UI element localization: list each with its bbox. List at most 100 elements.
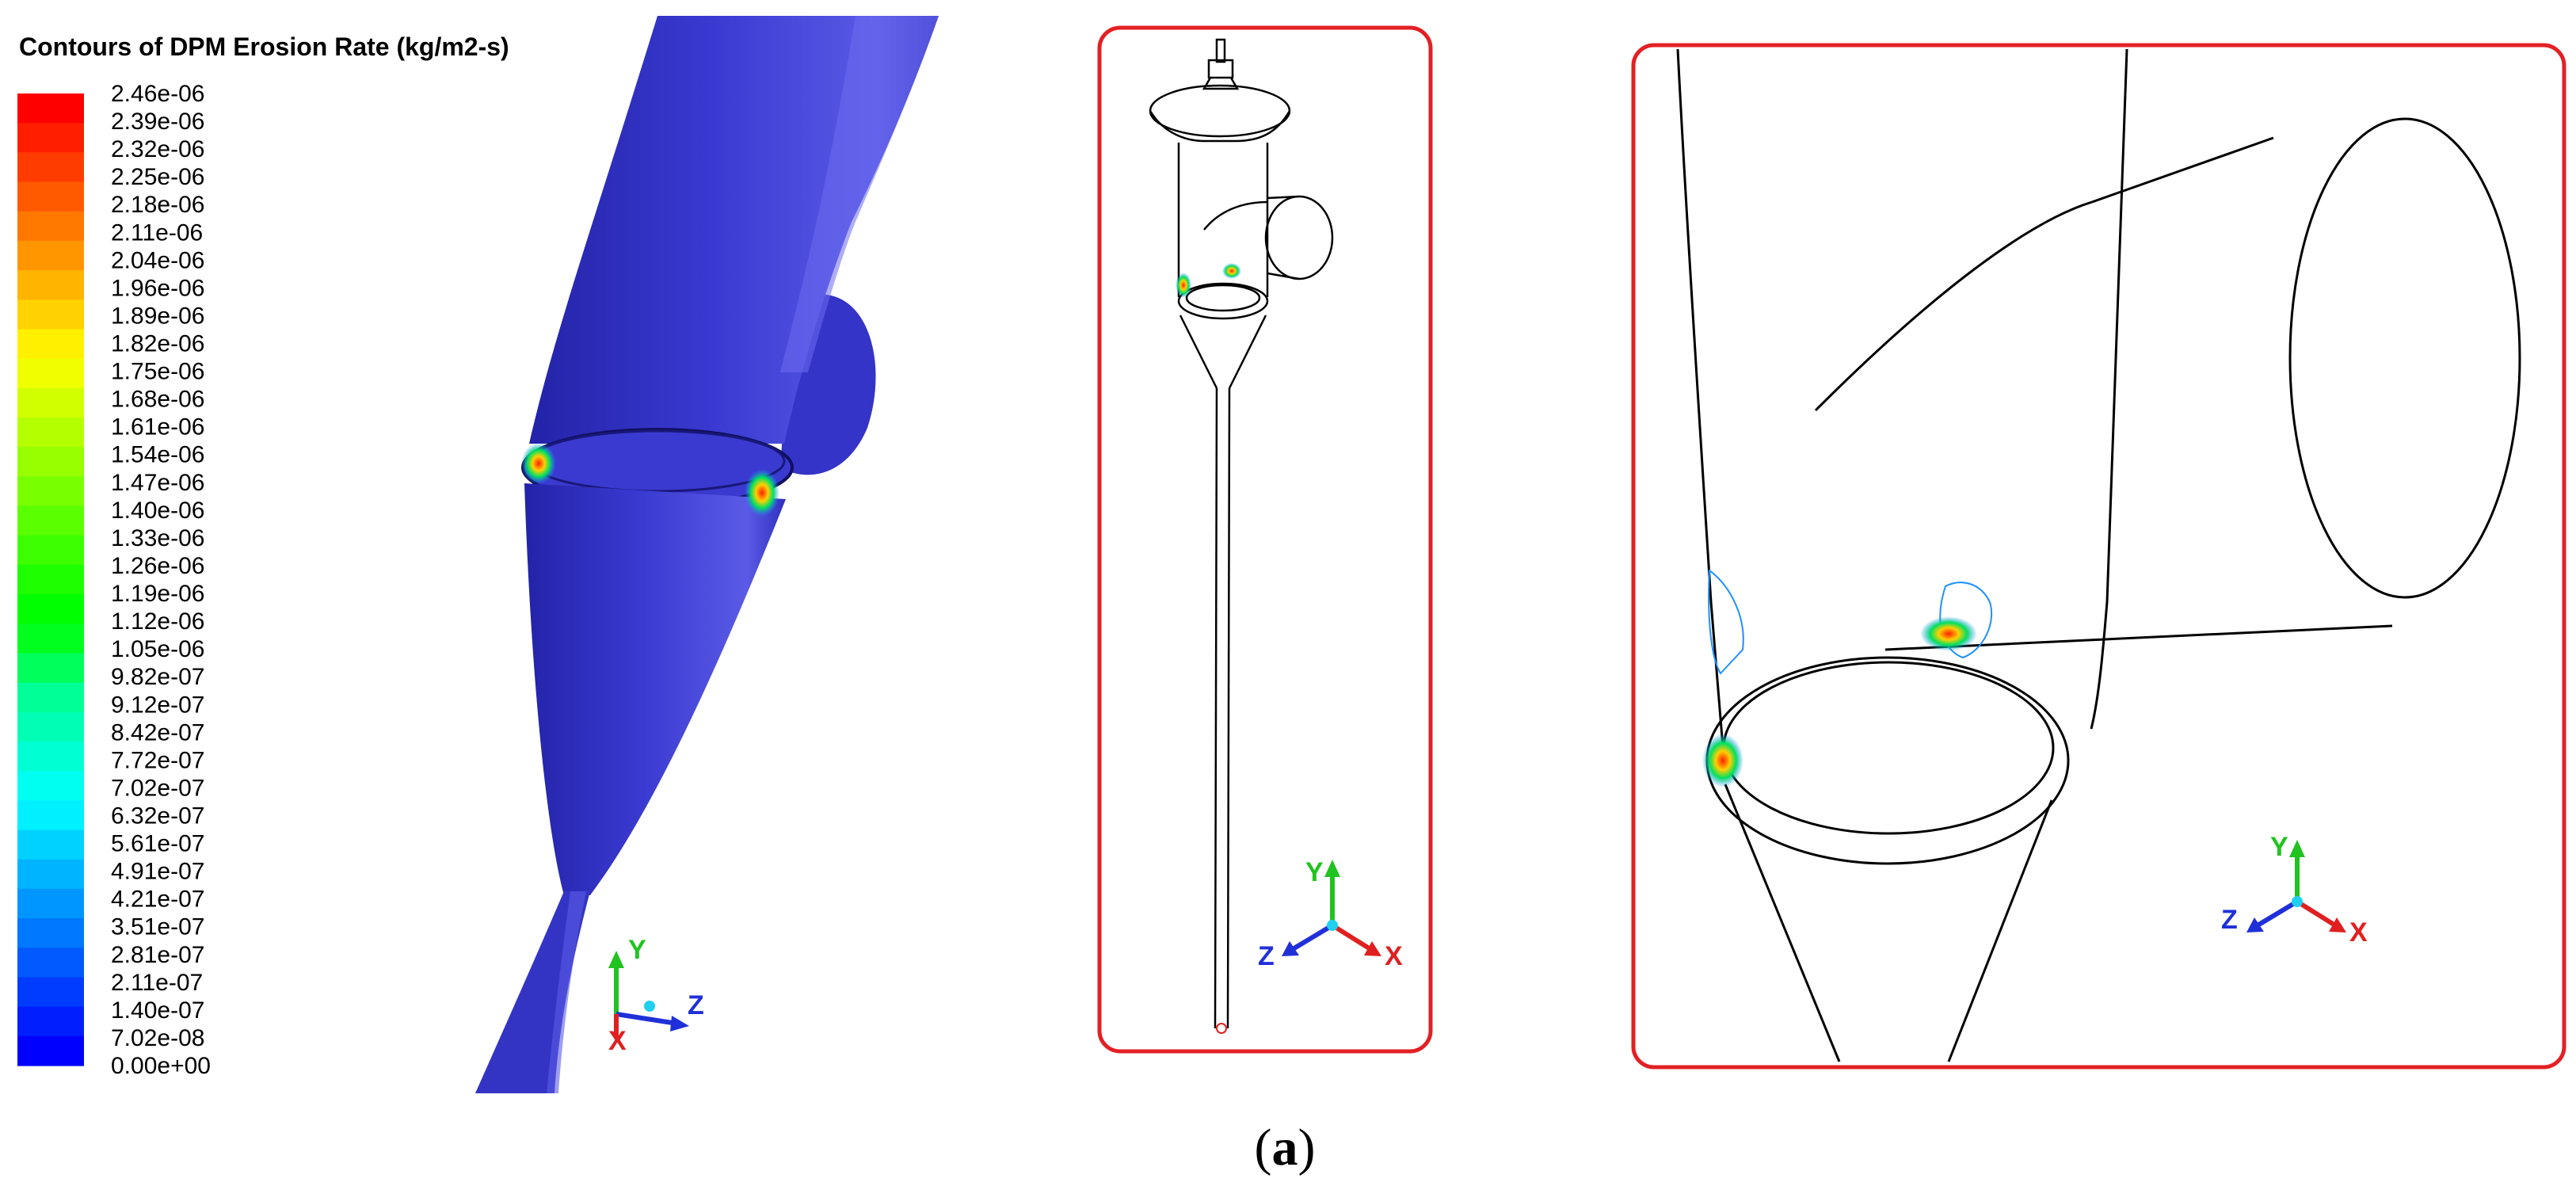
legend-tick-label: 2.81e-07: [111, 942, 204, 968]
legend-tick-label: 1.54e-06: [111, 442, 204, 468]
axis-z-label: Z: [1258, 941, 1275, 971]
legend-swatch: [17, 1035, 84, 1066]
legend-swatch: [17, 653, 84, 684]
legend-tick-label: 1.89e-06: [111, 303, 204, 329]
legend-tick-label: 2.04e-06: [111, 247, 204, 273]
erosion-hotspot-left: [521, 443, 556, 484]
legend-tick-label: 1.40e-06: [111, 498, 204, 524]
erosion-hotspot-right: [745, 469, 779, 517]
legend-tick-label: 8.42e-07: [111, 719, 204, 746]
legend-tick-label: 2.46e-06: [111, 81, 204, 107]
legend-tick-label: 1.82e-06: [111, 331, 204, 357]
legend-swatch: [17, 123, 84, 153]
figure-caption: (a): [1255, 1119, 1316, 1176]
caption-open: (: [1255, 1119, 1272, 1176]
legend-swatch: [17, 329, 84, 360]
axis-z-label: Z: [2221, 905, 2238, 935]
legend-swatch: [17, 888, 84, 919]
legend-swatch: [17, 859, 84, 890]
legend-swatch: [17, 476, 84, 507]
axis-x-label: X: [608, 1026, 627, 1056]
legend-swatch: [17, 447, 84, 477]
legend-swatch: [17, 387, 84, 418]
legend-tick-label: 1.40e-07: [111, 997, 204, 1024]
legend-swatch: [17, 211, 84, 242]
right-zoom-panel: Y X Z: [1631, 43, 2566, 1070]
legend-tick-label: 7.02e-07: [111, 775, 204, 801]
legend-swatch: [17, 358, 84, 389]
legend-tick-label: 2.32e-06: [111, 136, 204, 162]
legend-swatch: [17, 564, 84, 595]
legend-swatch: [17, 299, 84, 330]
color-legend: Contours of DPM Erosion Rate (kg/m2-s) 2…: [17, 32, 509, 1079]
legend-title: Contours of DPM Erosion Rate (kg/m2-s): [19, 32, 509, 61]
legend-tick-label: 1.19e-06: [111, 581, 204, 607]
axis-triad-right: Y X Z: [2221, 832, 2368, 948]
zoom-hotspot-right: [1920, 616, 1977, 651]
legend-swatch: [17, 594, 84, 624]
legend-tick-label: 2.11e-06: [111, 219, 203, 246]
overview-hotspot-right: [1222, 263, 1241, 279]
legend-swatch: [17, 624, 84, 654]
legend-tick-label: 2.11e-07: [111, 970, 203, 996]
legend-swatch: [17, 977, 84, 1008]
legend-tick-label: 1.26e-06: [111, 553, 204, 579]
legend-swatch: [17, 948, 84, 978]
legend-color-bar: [17, 93, 84, 1066]
zoom-frame: [1631, 43, 2566, 1070]
legend-tick-label: 2.18e-06: [111, 192, 204, 218]
lower-stem: [475, 891, 590, 1093]
axis-triad-left: Y Z X: [608, 935, 704, 1056]
legend-tick-label: 7.02e-08: [111, 1025, 204, 1051]
legend-tick-label: 1.05e-06: [111, 636, 204, 662]
legend-swatch: [17, 800, 84, 831]
legend-swatch: [17, 682, 84, 713]
axis-y-label: Y: [2270, 832, 2288, 862]
legend-swatch: [17, 152, 84, 183]
legend-swatch: [17, 918, 84, 948]
middle-overview-panel: Y X Z: [1097, 25, 1433, 1054]
axis-y-label: Y: [628, 935, 646, 965]
stem-highlight: [547, 891, 586, 1093]
legend-swatch: [17, 270, 84, 300]
legend-swatch: [17, 829, 84, 860]
zoom-hotspot-left: [1702, 734, 1743, 787]
legend-swatch: [17, 418, 84, 448]
legend-swatch: [17, 711, 84, 742]
pipe-highlight: [780, 16, 939, 372]
cone-body: [524, 483, 786, 895]
legend-swatch: [17, 535, 84, 566]
legend-tick-label: 5.61e-07: [111, 831, 204, 857]
left-3d-view: Y Z X: [475, 16, 939, 1093]
legend-swatch: [17, 771, 84, 801]
legend-tick-label: 4.21e-07: [111, 887, 204, 913]
legend-swatch: [17, 181, 84, 212]
legend-swatch: [17, 505, 84, 536]
caption-close: ): [1298, 1119, 1316, 1176]
legend-tick-label: 9.82e-07: [111, 664, 204, 690]
legend-tick-label: 1.12e-06: [111, 608, 204, 635]
legend-tick-label: 1.75e-06: [111, 359, 204, 385]
legend-swatch: [17, 1006, 84, 1037]
axis-x-label: X: [2349, 917, 2368, 948]
zoom-hotspot-contour-left: [1708, 569, 1744, 675]
overview-hotspot-left: [1176, 273, 1191, 298]
legend-swatch: [17, 93, 84, 124]
caption-letter: a: [1272, 1119, 1298, 1176]
legend-tick-label: 6.32e-07: [111, 803, 204, 829]
upper-pipe-body: [529, 16, 939, 444]
axis-z-label: Z: [688, 990, 704, 1020]
legend-tick-label: 1.96e-06: [111, 275, 204, 301]
legend-tick-label: 1.47e-06: [111, 470, 204, 496]
legend-tick-label: 7.72e-07: [111, 747, 204, 773]
legend-tick-label: 4.91e-07: [111, 859, 204, 885]
legend-swatch: [17, 240, 84, 271]
legend-tick-label: 2.39e-06: [111, 109, 204, 135]
axis-x-label: X: [1385, 941, 1403, 971]
legend-tick-label: 1.33e-06: [111, 525, 204, 551]
axis-triad-middle: Y X Z: [1258, 857, 1403, 971]
legend-tick-label: 3.51e-07: [111, 914, 204, 940]
legend-tick-label: 1.61e-06: [111, 414, 204, 440]
legend-tick-labels: 2.46e-062.39e-062.32e-062.25e-062.18e-06…: [111, 81, 211, 1079]
